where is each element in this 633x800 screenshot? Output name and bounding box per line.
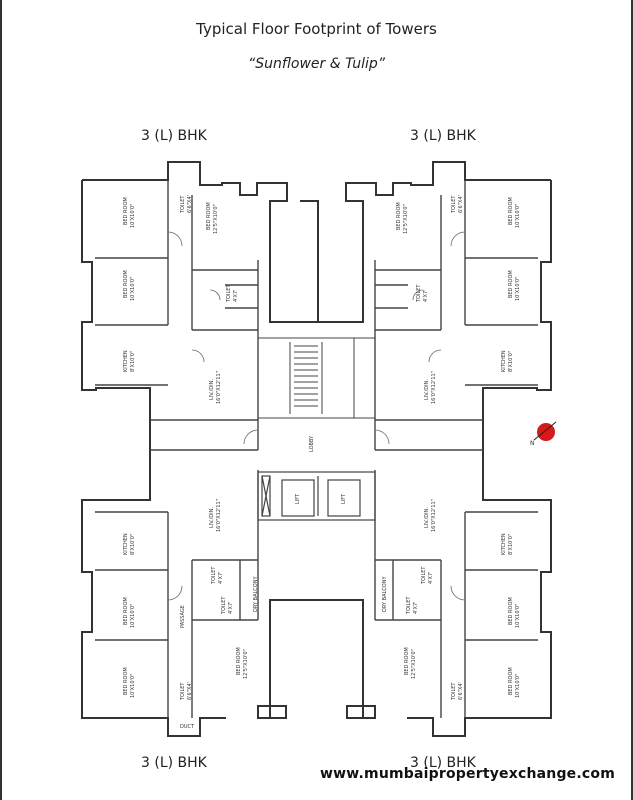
room-label: BED ROOM bbox=[123, 667, 129, 695]
room-label: BED ROOM bbox=[508, 667, 514, 695]
staircase bbox=[257, 337, 376, 419]
room-labels-top-right: BED ROOM 10'X10'0" BED ROOM 12'5"X10'0" … bbox=[396, 195, 521, 404]
room-size: 8'X10'0" bbox=[508, 534, 514, 555]
lift-label: LIFT bbox=[341, 493, 347, 504]
room-label: BED ROOM bbox=[206, 202, 212, 230]
page-subtitle: “Sunflower & Tulip” bbox=[247, 56, 386, 72]
room-labels-bottom-left: KITCHEN 8'X10'0" LIV./DIN. 16'0"X12'11" … bbox=[123, 499, 259, 730]
room-label: BED ROOM bbox=[123, 597, 129, 625]
room-size: 6'6"X4' bbox=[458, 195, 464, 213]
room-label: TOILET bbox=[406, 596, 412, 615]
lobby-label: LOBBY bbox=[309, 435, 315, 452]
room-size: 16'0"X12'11" bbox=[431, 371, 437, 404]
interior-walls bbox=[95, 180, 538, 718]
room-label: DRY BALCONY bbox=[382, 576, 388, 612]
room-size: 10'X10'0" bbox=[130, 204, 136, 228]
room-label: TOILET bbox=[451, 195, 457, 214]
room-label: BED ROOM bbox=[123, 197, 129, 225]
room-size: 8'X10'0" bbox=[508, 351, 514, 372]
north-marker: N bbox=[530, 421, 557, 447]
room-label: TOILET bbox=[180, 195, 186, 214]
room-size: 10'X10'0" bbox=[515, 674, 521, 698]
room-label: BED ROOM bbox=[508, 597, 514, 625]
room-label: BED ROOM bbox=[404, 647, 410, 675]
right-page-border bbox=[631, 0, 633, 800]
room-label: BED ROOM bbox=[236, 647, 242, 675]
room-size: 10'X10'0" bbox=[130, 604, 136, 628]
room-label: DUCT bbox=[180, 724, 195, 730]
room-label: KITCHEN bbox=[501, 350, 507, 372]
room-labels-top-left: BED ROOM 10'X10'0" BED ROOM 12'5"X10'0" … bbox=[123, 195, 239, 404]
room-size: 6'6"X4' bbox=[187, 682, 193, 700]
unit-label-bottom-left: 3 (L) BHK bbox=[141, 755, 207, 771]
page-title: Typical Floor Footprint of Towers bbox=[196, 20, 437, 38]
room-label: BED ROOM bbox=[123, 270, 129, 298]
room-label: PASSAGE bbox=[180, 605, 186, 628]
plan-walls bbox=[81, 161, 552, 737]
room-label: BED ROOM bbox=[396, 202, 402, 230]
room-size: 4'X7' bbox=[233, 289, 239, 302]
lift-label: LIFT bbox=[295, 493, 301, 504]
north-label: N bbox=[530, 440, 535, 447]
room-label: LIV./DIN. bbox=[424, 379, 430, 400]
room-label: KITCHEN bbox=[501, 533, 507, 555]
room-size: 6'6"X4' bbox=[458, 682, 464, 700]
room-size: 10'X10'0" bbox=[515, 204, 521, 228]
room-label: BED ROOM bbox=[508, 270, 514, 298]
room-size: 6'6"X4' bbox=[187, 195, 193, 213]
room-size: 12'5"X10'0" bbox=[403, 204, 409, 234]
left-page-border bbox=[0, 0, 2, 800]
room-size: 4'X7' bbox=[413, 601, 419, 614]
website-url: www.mumbaipropertyexchange.com bbox=[320, 766, 615, 782]
door-swings bbox=[167, 231, 466, 601]
unit-label-top-right: 3 (L) BHK bbox=[410, 128, 476, 144]
room-size: 8'X10'0" bbox=[130, 534, 136, 555]
room-label: TOILET bbox=[451, 682, 457, 701]
room-label: KITCHEN bbox=[123, 533, 129, 555]
room-size: 10'X10'0" bbox=[130, 277, 136, 301]
room-label: LIV./DIN. bbox=[209, 379, 215, 400]
room-label: DRY BALCONY bbox=[253, 576, 259, 612]
room-size: 10'X10'0" bbox=[130, 674, 136, 698]
room-size: 12'5"X10'0" bbox=[243, 649, 249, 679]
room-size: 8'X10'0" bbox=[130, 351, 136, 372]
room-size: 12'5"X10'0" bbox=[213, 204, 219, 234]
room-label: TOILET bbox=[180, 682, 186, 701]
room-size: 4'X7' bbox=[428, 571, 434, 584]
room-label: TOILET bbox=[421, 566, 427, 585]
room-size: 10'X10'0" bbox=[515, 277, 521, 301]
room-size: 16'0"X12'11" bbox=[216, 499, 222, 532]
room-label: KITCHEN bbox=[123, 350, 129, 372]
room-size: 4'X7' bbox=[423, 289, 429, 302]
unit-label-top-left: 3 (L) BHK bbox=[141, 128, 207, 144]
room-label: TOILET bbox=[211, 566, 217, 585]
room-size: 4'X7' bbox=[218, 571, 224, 584]
room-size: 16'0"X12'11" bbox=[216, 371, 222, 404]
room-label: TOILET bbox=[416, 284, 422, 303]
room-labels-bottom-right: KITCHEN 8'X10'0" LIV./DIN. 16'0"X12'11" … bbox=[382, 499, 521, 701]
core-labels: LOBBY LIFT LIFT bbox=[295, 435, 347, 504]
room-size: 10'X10'0" bbox=[515, 604, 521, 628]
lift-shafts bbox=[257, 471, 376, 521]
room-label: LIV./DIN. bbox=[424, 507, 430, 528]
room-size: 12'5"X10'0" bbox=[411, 649, 417, 679]
room-label: LIV./DIN. bbox=[209, 507, 215, 528]
room-size: 4'X7' bbox=[228, 601, 234, 614]
room-label: TOILET bbox=[226, 284, 232, 303]
unit-label-bottom-right: 3 (L) BHK bbox=[410, 755, 476, 771]
room-label: BED ROOM bbox=[508, 197, 514, 225]
room-size: 16'0"X12'11" bbox=[431, 499, 437, 532]
room-label: TOILET bbox=[221, 596, 227, 615]
